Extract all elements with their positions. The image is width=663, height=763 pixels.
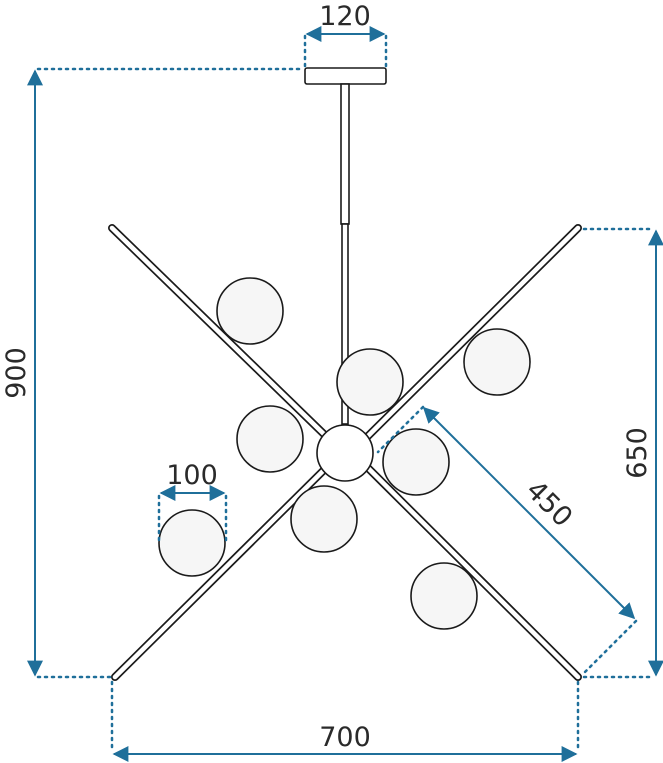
center-hub [316,424,374,482]
globe-3 [463,328,531,396]
globe-4 [236,405,304,473]
dimension-total-width: 700 [110,680,580,762]
suspension-rod-lower [341,223,349,425]
lamp-drawing [108,67,582,681]
dimension-body-height: 650 [582,227,663,679]
total-width-label: 700 [319,722,371,753]
ceiling-canopy [304,67,387,85]
total-height-label: 900 [1,347,32,399]
globe-6 [290,485,358,553]
globe-8 [410,562,478,630]
globe-2 [336,348,404,416]
globe-1 [216,277,284,345]
canopy-width-label: 120 [319,1,371,32]
dimension-canopy-width: 120 [303,1,388,68]
arm-upper-right [360,224,582,444]
arm-upper-left [108,224,334,444]
arm-length-label: 450 [520,475,578,533]
arm-lower-left [111,462,332,681]
body-height-label: 650 [622,427,653,479]
suspension-rod-upper [340,83,350,225]
dimension-total-height: 900 [1,67,305,679]
globe-7 [158,509,226,577]
globe-5 [382,428,450,496]
dimension-globe-diameter: 100 [157,460,228,545]
globe-diameter-label: 100 [166,460,218,491]
